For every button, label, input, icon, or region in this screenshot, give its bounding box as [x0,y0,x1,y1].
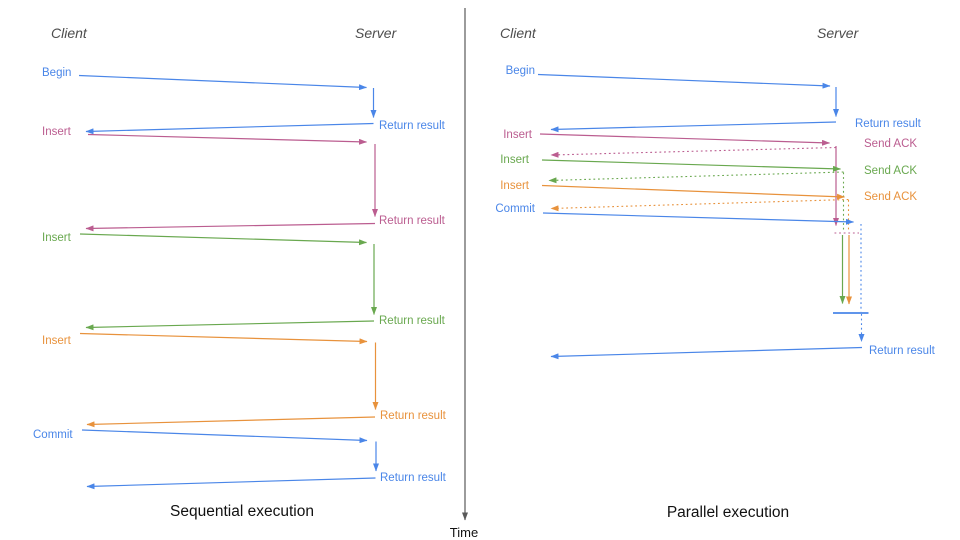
seq-insert1-request-line [87,133,367,145]
par-insert2-response-label: Send ACK [864,165,917,177]
seq-insert2-response-label: Return result [379,315,446,327]
par-begin-request-line [537,73,831,89]
par-client-header: Client [500,25,537,41]
seq-begin-return-line [85,122,374,135]
par-insert3-label: Insert [500,180,530,192]
seq-insert1-response-label: Return result [379,215,446,227]
par-insert2-label: Insert [500,154,530,166]
seq-insert2-return-line [85,320,375,331]
seq-commit-response-label: Return result [380,472,447,484]
par-commit-return-line [550,346,863,360]
seq-commit-return-line [86,477,376,490]
par-insert3-request-line [541,184,845,200]
seq-begin-request-line [78,74,367,91]
seq-insert3-return-line [86,416,376,428]
par-insert1-response-label: Send ACK [864,138,917,150]
par-commit-response-label: Return result [869,345,936,357]
sequential-title: Sequential execution [170,503,314,520]
par-begin-return-line [550,121,837,133]
time-axis: Time [450,8,478,540]
time-axis-label: Time [450,525,478,540]
seq-client-header: Client [51,25,88,41]
seq-insert2-label: Insert [42,232,72,244]
seq-insert3-label: Insert [42,335,72,347]
seq-insert2-request-line [79,233,367,246]
parallel-title: Parallel execution [667,504,789,521]
par-insert2-ack-line [548,171,844,184]
par-insert1-request-line [539,133,830,146]
seq-commit-label: Commit [33,429,73,441]
seq-insert3-response-label: Return result [380,410,447,422]
par-insert2-request-line [541,159,841,172]
par-commit-label: Commit [495,203,535,215]
par-begin-response-label: Return result [855,118,922,130]
seq-server-header: Server [355,25,398,41]
seq-begin-label: Begin [42,67,71,79]
seq-begin-response-label: Return result [379,120,446,132]
seq-commit-request-line [81,429,368,444]
par-insert3-response-label: Send ACK [864,191,917,203]
par-insert3-ack-line [550,198,849,212]
seq-insert1-return-line [85,222,376,232]
par-server-header: Server [817,25,860,41]
par-commit-request-line [542,212,854,225]
par-insert1-label: Insert [503,129,533,141]
sequential-panel: Client Server Begin Return result Insert… [33,25,447,520]
parallel-panel: Client Server Begin Return result Insert… [495,25,935,521]
par-begin-label: Begin [506,65,535,77]
seq-insert3-request-line [79,332,368,345]
par-insert1-ack-line [550,146,837,158]
seq-insert1-label: Insert [42,126,72,138]
